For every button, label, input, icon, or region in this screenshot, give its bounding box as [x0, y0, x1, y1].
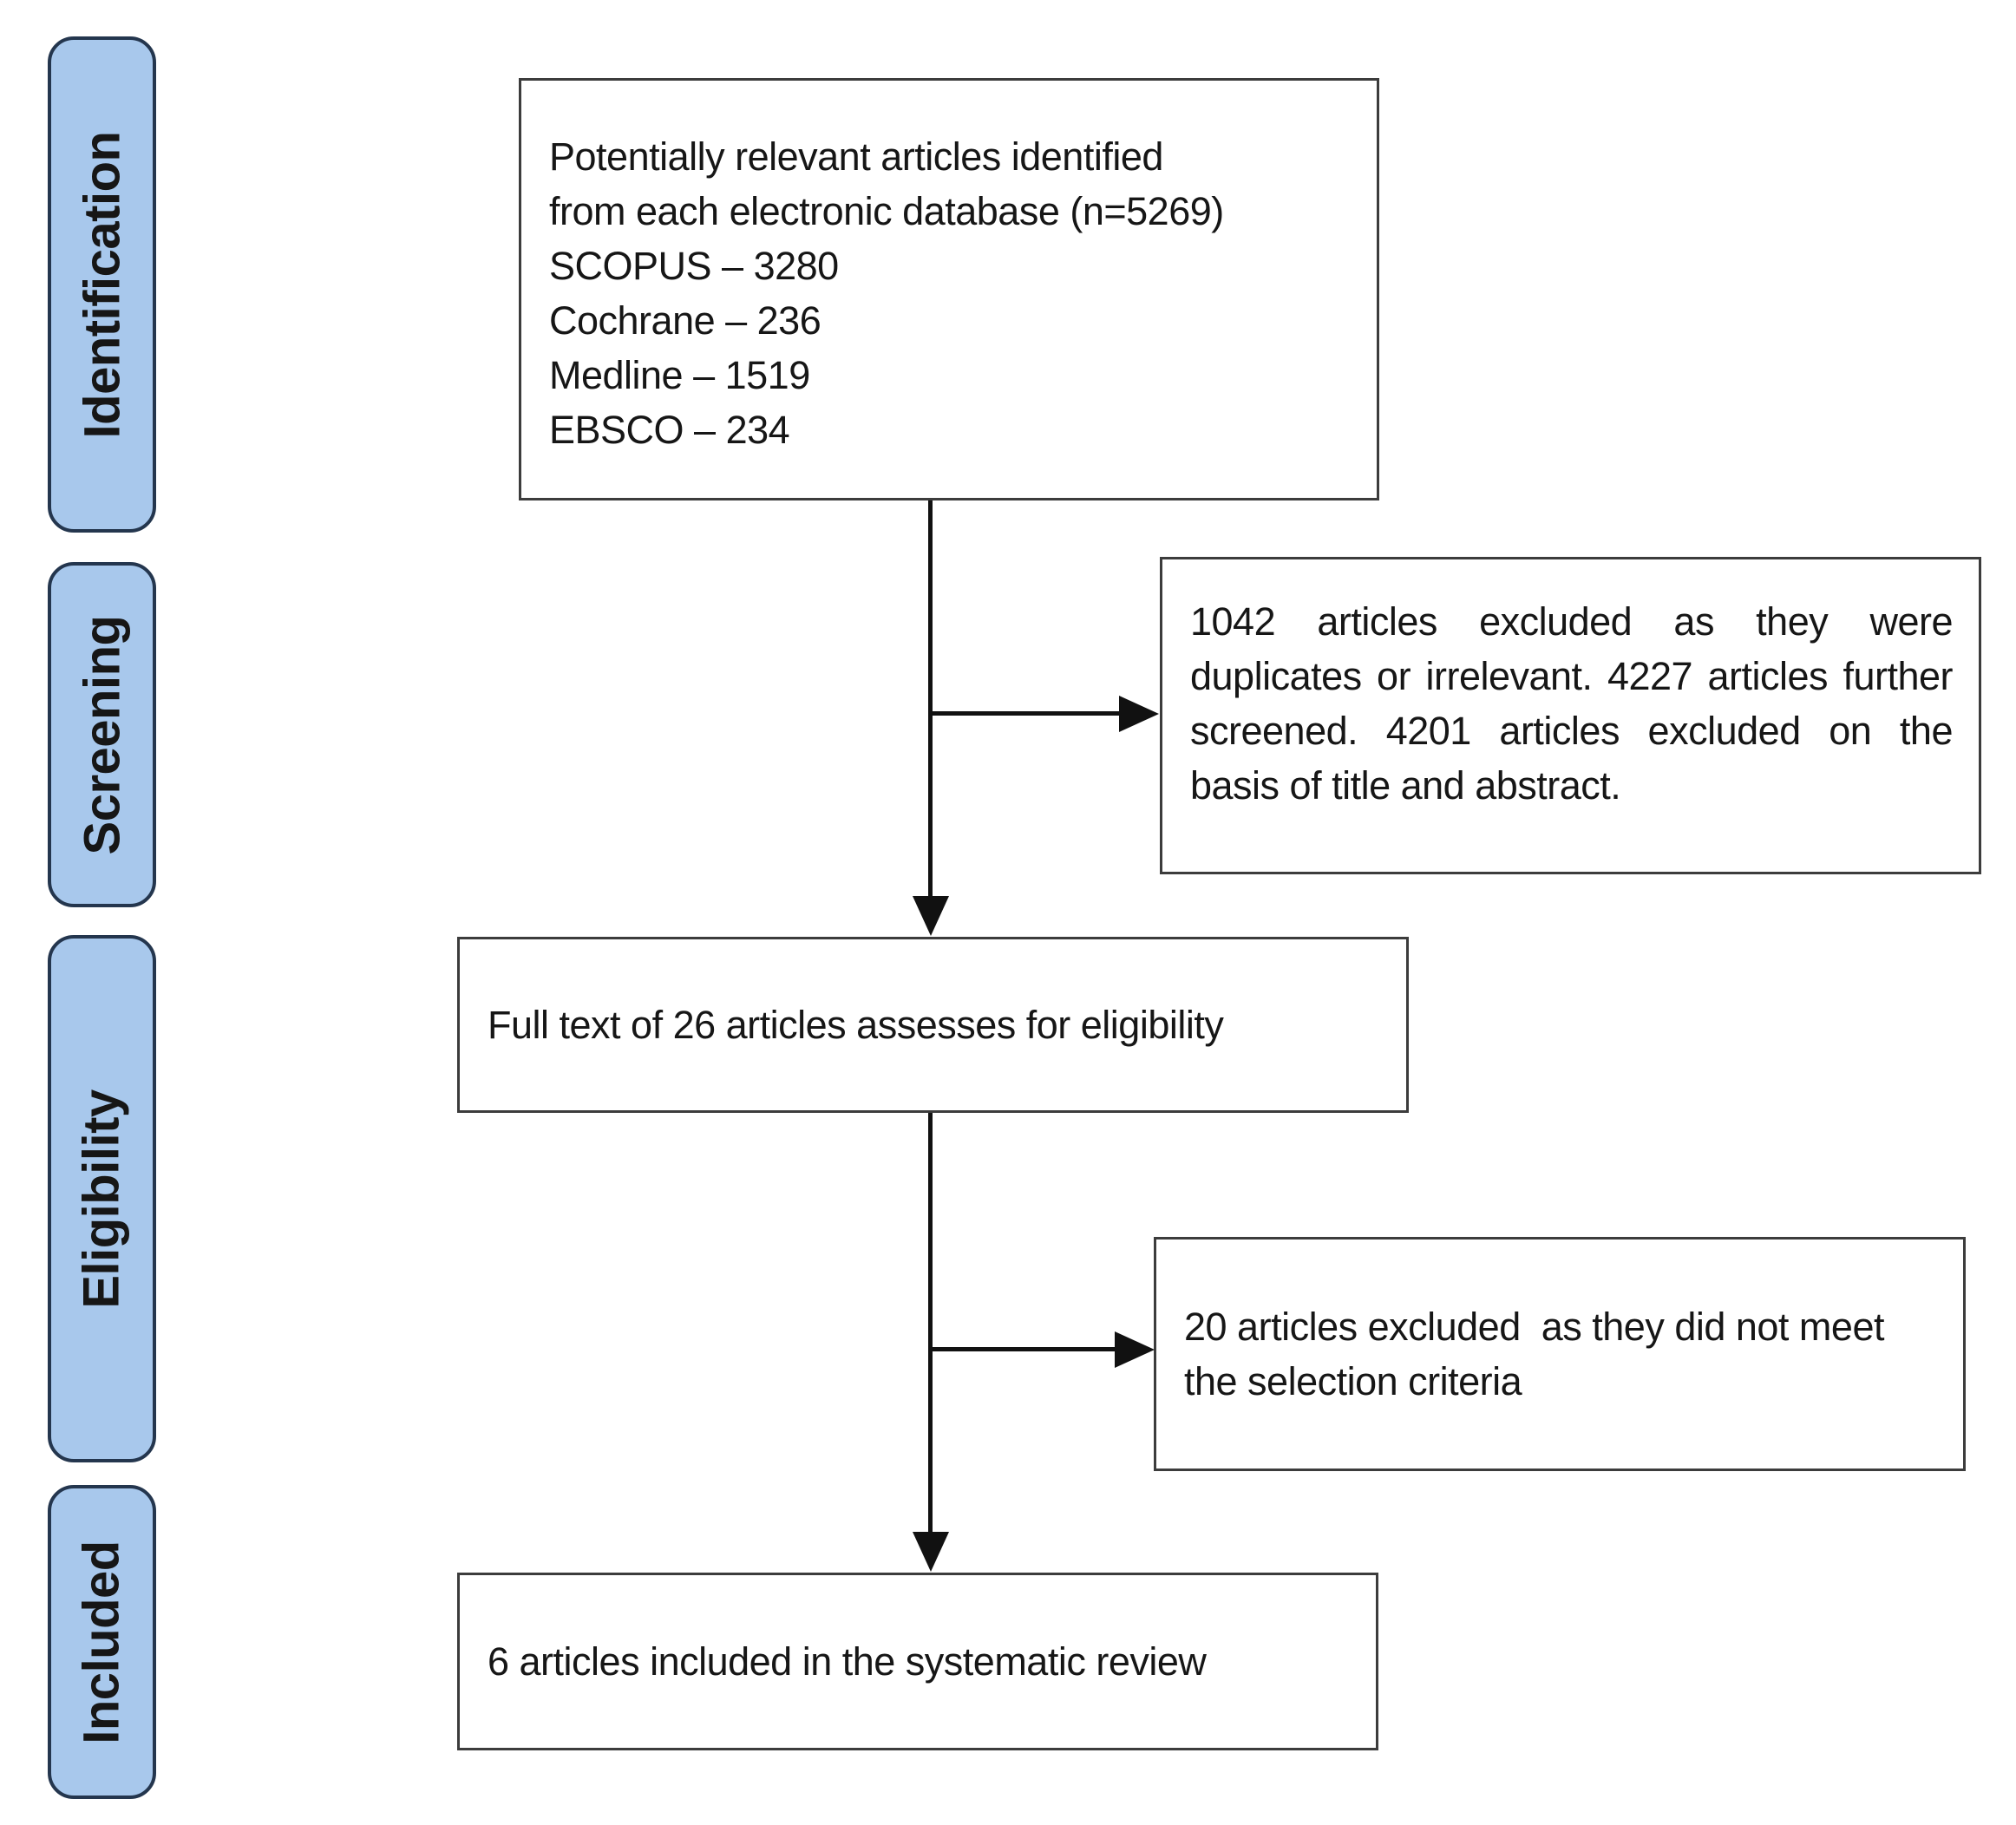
connector-eligibility-to-included — [928, 1113, 933, 1534]
connector-to-eligibility-excluded — [928, 1347, 1119, 1351]
included-articles-box: 6 articles included in the systematic re… — [457, 1573, 1378, 1750]
stage-label-identification: Identification — [74, 131, 131, 438]
connector-identification-to-eligibility — [928, 500, 933, 899]
arrowhead-down-icon — [913, 1532, 949, 1572]
eligibility-excluded-text: 20 articles excluded as they did not mee… — [1184, 1305, 1895, 1403]
identified-articles-box: Potentially relevant articles identified… — [519, 78, 1379, 500]
screening-excluded-box: 1042 articles excluded as they were dupl… — [1160, 557, 1981, 874]
screening-excluded-text: 1042 articles excluded as they were dupl… — [1190, 599, 1954, 808]
connector-to-screening-excluded — [928, 711, 1123, 716]
identified-articles-line: Potentially relevant articles identified — [549, 134, 1163, 179]
stage-label-eligibility: Eligibility — [74, 1089, 130, 1309]
identified-articles-line: EBSCO – 234 — [549, 408, 790, 452]
arrowhead-right-icon — [1119, 696, 1159, 732]
arrowhead-down-icon — [913, 896, 949, 936]
eligibility-excluded-box: 20 articles excluded as they did not mee… — [1154, 1237, 1966, 1471]
included-articles-text: 6 articles included in the systematic re… — [488, 1639, 1207, 1684]
stage-band-eligibility: Eligibility — [48, 935, 156, 1462]
identified-articles-line: from each electronic database (n=5269) — [549, 189, 1224, 233]
stage-band-identification: Identification — [48, 36, 156, 533]
full-text-assessed-box: Full text of 26 articles assesses for el… — [457, 937, 1409, 1113]
identified-articles-line: SCOPUS – 3280 — [549, 244, 839, 288]
full-text-assessed-text: Full text of 26 articles assesses for el… — [488, 1003, 1224, 1047]
arrowhead-right-icon — [1115, 1331, 1155, 1368]
identified-articles-line: Medline – 1519 — [549, 353, 810, 397]
stage-band-included: Included — [48, 1485, 156, 1799]
stage-label-screening: Screening — [74, 615, 130, 854]
stage-band-screening: Screening — [48, 562, 156, 907]
stage-label-included: Included — [74, 1540, 130, 1744]
identified-articles-line: Cochrane – 236 — [549, 298, 821, 343]
